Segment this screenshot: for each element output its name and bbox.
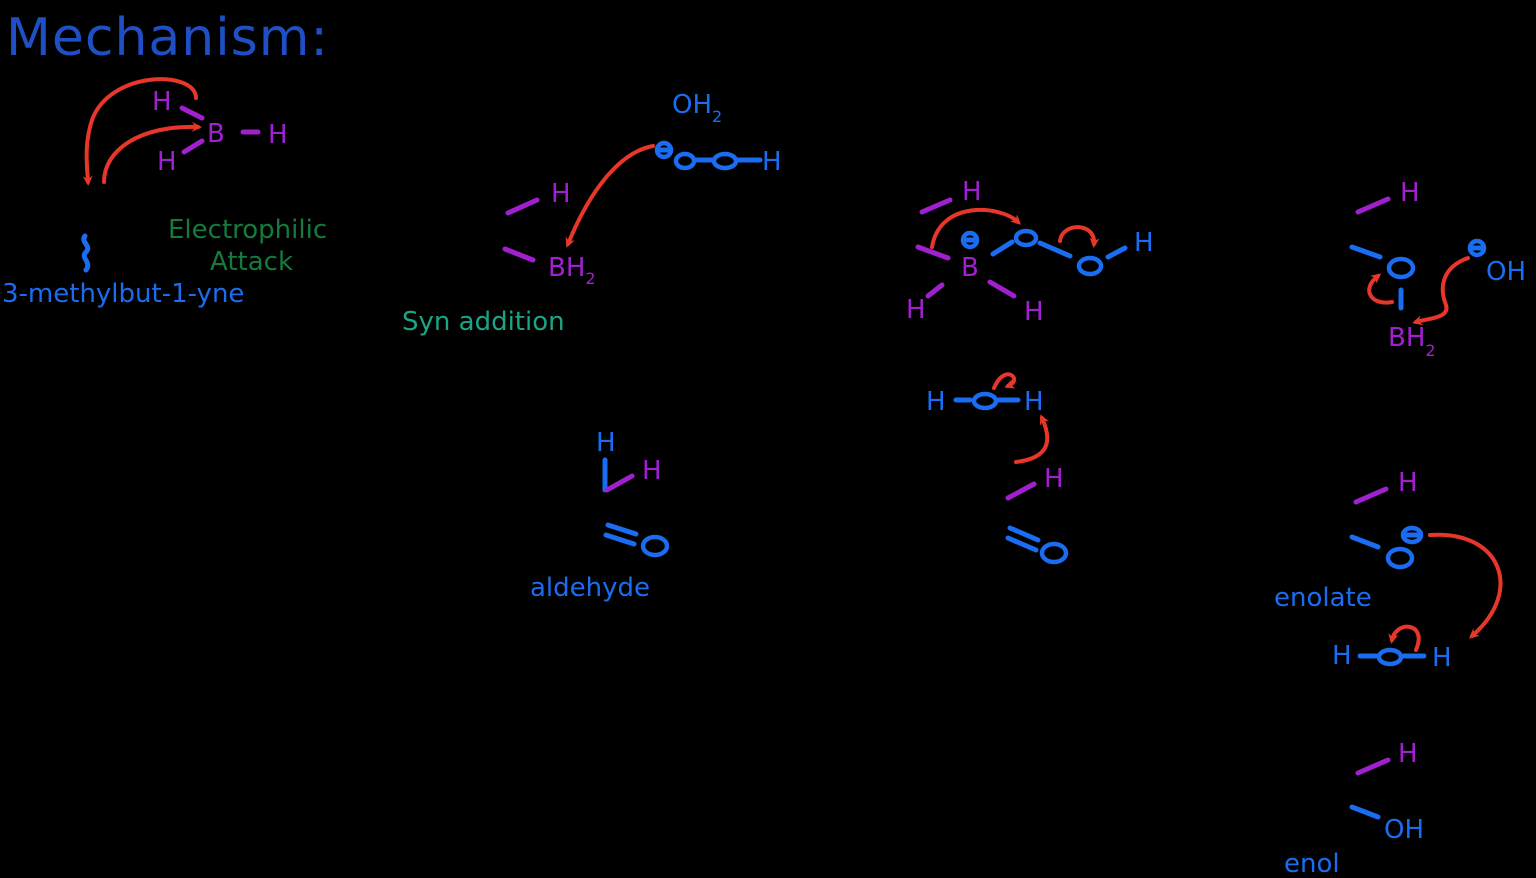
double-bond-line1 [1007,525,1041,543]
bond-o-o [1037,240,1073,259]
enolate-oxygen [1385,546,1415,570]
borate-o2 [1076,255,1104,277]
arrow-oo-cleavage [1058,225,1100,248]
water-h-left: H [926,387,946,417]
borate-boron: B [961,253,979,283]
water-oh2: OH2 [672,90,722,126]
enol-oh: OH [1384,815,1424,845]
arrow-hydroxide-to-boron [1412,256,1470,326]
arrow-enolate-to-h [1428,532,1503,639]
borate-peroxide-h: H [1134,228,1154,258]
alkoxy-bh2: BH2 [1388,323,1436,360]
bond-b-h-left [925,282,945,299]
step6-enol: H OH enol [1284,739,1424,878]
enol-label: enol [1284,849,1340,878]
annotation-syn-addition: Syn addition [402,307,565,337]
aldehyde-label: aldehyde [530,573,650,603]
borate-h-left: H [906,295,926,325]
step5-enolate-protonation: H enolate H H [1274,468,1503,673]
arrow-pi-to-h [1014,414,1050,464]
alkoxy-h-top: H [1400,178,1420,208]
borate-h-top: H [962,177,982,207]
bond-c-o [1349,244,1383,260]
bond-c-b [502,246,536,263]
bond-c-o [1349,804,1381,820]
step8-aldehyde: H H aldehyde [530,428,670,603]
bond-c-h [919,197,953,215]
page-title: Mechanism: [6,8,329,68]
bh3-boron: B [207,119,225,149]
arrow-peroxide-to-boron [565,144,655,248]
aldehyde-h-right: H [642,456,662,486]
enolate-label: enolate [1274,583,1372,613]
carbonyl-oxygen [640,534,670,558]
hydroxide-oh: OH [1486,257,1526,287]
vinyl-bh2: BH2 [548,253,596,288]
bond-c-h [604,473,635,493]
step4-hydroxide-attack: H BH2 OH [1349,178,1526,360]
bond-c-b [915,244,951,261]
annotation-attack: Attack [210,247,293,277]
carbonyl-oxygen [1039,541,1069,565]
water-h-right: H [1024,387,1044,417]
peroxide-h: H [762,147,782,177]
peroxide-o2 [711,151,739,171]
bond-h-b-top [179,105,205,121]
vinyl-h: H [551,179,571,209]
bond-c-h [505,197,540,216]
water-h-left: H [1332,641,1352,671]
arrow-migration [930,207,1021,249]
water-oxygen [971,391,999,411]
step7-tautomerization: H H H [926,372,1069,565]
bond-h-b-bottom [181,138,205,155]
borate-h-right: H [1024,297,1044,327]
step1-hydroboration: H B H H 3-methylbut-1-yne Electrophilic … [2,77,327,309]
enolate-h-top: H [1398,468,1418,498]
bond-c-h [1355,196,1391,215]
peroxide-o1 [673,151,697,171]
bond-c-h [1355,757,1391,776]
step3-borate-rearrangement: H B H H H [906,177,1154,327]
aldehyde-h-top: H [596,428,616,458]
bond-o-h [1105,245,1128,260]
arrow-b-o-cleavage [1367,273,1394,305]
water-h-right: H [1432,643,1452,673]
double-bond-line2 [1005,535,1039,553]
enol-h-top: H [1398,739,1418,769]
bond-c-h [1005,481,1037,501]
double-bond-line1 [605,522,639,537]
bh3-h-bottom: H [157,147,177,177]
arrow-h-to-carbon [82,77,198,186]
bh3-h-right: H [268,120,288,150]
arrow-oh-cleavage [1388,624,1421,652]
step2-syn-addition: H BH2 Syn addition OH2 H [402,90,782,337]
arrow-oh-bond [992,372,1016,390]
bond-b-o [990,239,1015,257]
enolate-negative-charge [1400,525,1424,545]
alkoxy-oxygen [1386,256,1416,280]
tautomer-h: H [1044,464,1064,494]
substrate-label: 3-methylbut-1-yne [2,279,244,309]
bh3-h-top: H [152,87,172,117]
wavy-bond-icon [81,233,91,273]
double-bond-line2 [603,532,637,547]
bond-b-h-right [987,279,1017,299]
annotation-electrophilic: Electrophilic [168,215,327,245]
arrow-pi-to-boron [102,121,202,184]
water-oxygen [1376,647,1404,667]
borate-o1 [1013,228,1039,248]
bond-c-h [1353,486,1389,505]
bond-c-o [1349,534,1381,550]
